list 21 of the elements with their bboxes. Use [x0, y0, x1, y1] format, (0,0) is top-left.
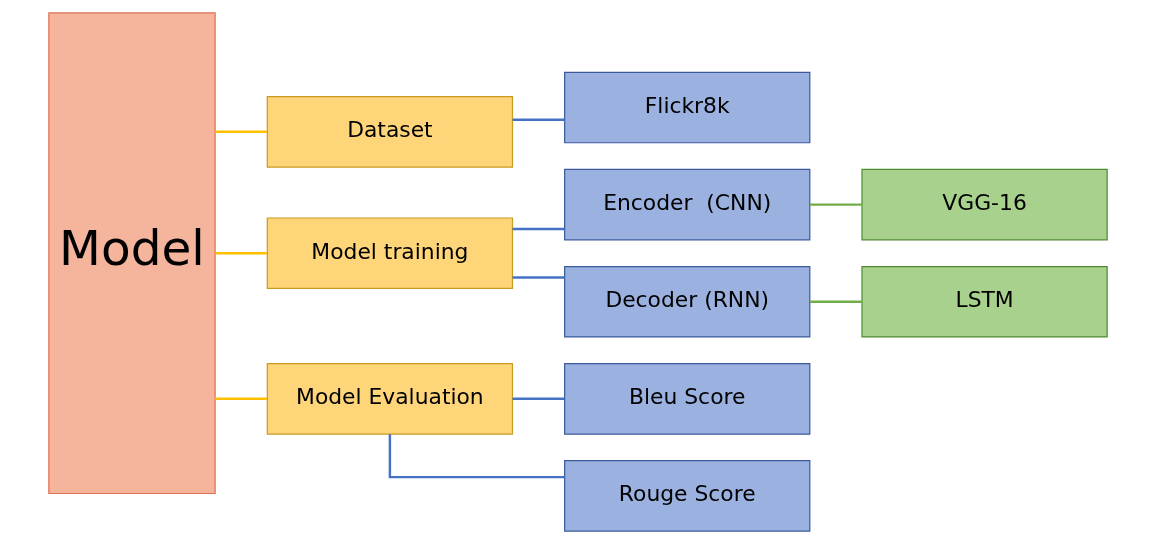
node-box: Flickr8k: [563, 71, 810, 144]
node-box: LSTM: [860, 265, 1108, 338]
node-box: Model Evaluation: [266, 363, 513, 435]
connector: [214, 251, 267, 255]
connector: [388, 434, 565, 479]
node-box: Bleu Score: [563, 363, 810, 435]
connector: [512, 276, 564, 279]
node-box: Encoder (CNN): [563, 168, 810, 241]
node-box: Decoder (RNN): [563, 265, 810, 338]
connector: [809, 300, 862, 303]
connector: [809, 203, 862, 206]
node-box: Model: [47, 12, 216, 495]
connector: [512, 397, 564, 401]
node-box: VGG-16: [860, 168, 1108, 241]
connector: [512, 227, 564, 231]
connector: [512, 118, 564, 121]
node-box: Dataset: [266, 96, 513, 168]
node-box: Rouge Score: [563, 460, 810, 532]
connector: [214, 397, 267, 401]
connector: [214, 130, 267, 134]
node-box: Model training: [266, 217, 513, 289]
